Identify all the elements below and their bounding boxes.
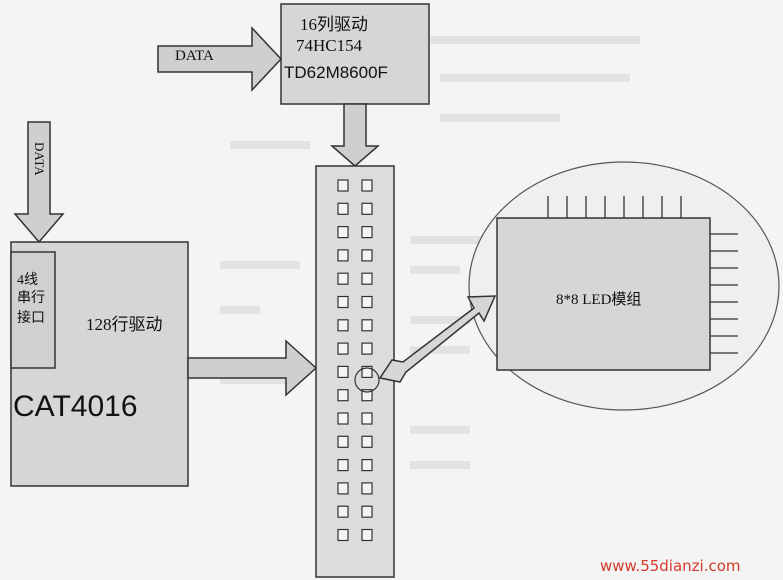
- led-cell: [337, 202, 349, 215]
- led-cell: [361, 179, 373, 192]
- selected-led-highlight: [354, 367, 380, 393]
- led-cell: [361, 459, 373, 472]
- data-arrow-left: [13, 121, 65, 244]
- led-cell: [361, 202, 373, 215]
- led-cell: [337, 319, 349, 332]
- led-cell: [361, 389, 373, 402]
- interface-line1: 4线: [17, 273, 38, 288]
- interface-line3: 接口: [17, 311, 45, 326]
- row-to-matrix-arrow: [187, 339, 318, 397]
- led-cell: [337, 295, 349, 309]
- row-driver-label: 128行驱动: [86, 315, 163, 334]
- led-cell: [337, 389, 349, 402]
- led-cell: [361, 272, 373, 285]
- led-cell: [361, 528, 373, 542]
- led-cell: [337, 482, 349, 495]
- led-cell: [361, 249, 373, 262]
- led-cell: [337, 435, 349, 448]
- led-module-label: 8*8 LED模组: [556, 292, 642, 308]
- led-module-pins: [547, 196, 738, 354]
- led-cell: [361, 319, 373, 332]
- column-driver-box: [280, 3, 430, 105]
- data-label-left: DATA: [32, 142, 47, 176]
- led-cell: [337, 505, 349, 518]
- led-matrix-cells: [337, 179, 373, 542]
- led-cell: [337, 272, 349, 285]
- watermark: www.55dianzi.com: [600, 557, 741, 575]
- led-cell: [337, 528, 349, 542]
- zoom-pointer-arrow: [378, 295, 497, 383]
- led-cell: [361, 342, 373, 355]
- column-driver-line3: TD62M8600F: [284, 63, 388, 82]
- led-cell: [361, 482, 373, 495]
- led-cell: [361, 412, 373, 425]
- column-driver-line1: 16列驱动: [300, 15, 368, 34]
- interface-line2: 串行: [17, 291, 45, 306]
- led-cell: [337, 412, 349, 425]
- led-cell: [361, 295, 373, 309]
- led-cell: [337, 226, 349, 239]
- led-matrix-strip: [315, 165, 395, 578]
- led-cell: [337, 179, 349, 192]
- led-cell: [337, 249, 349, 262]
- data-label-top: DATA: [175, 48, 214, 64]
- data-arrow-top: [157, 26, 283, 92]
- led-cell: [337, 342, 349, 355]
- led-cell: [361, 505, 373, 518]
- led-cell: [361, 365, 373, 378]
- column-driver-line2: 74HC154: [296, 36, 363, 55]
- led-cell: [361, 226, 373, 239]
- column-to-matrix-arrow: [329, 103, 381, 167]
- led-module-box: [496, 217, 711, 371]
- serial-interface-box: [10, 251, 56, 369]
- led-cell: [337, 365, 349, 378]
- led-cell: [361, 435, 373, 448]
- led-cell: [337, 459, 349, 472]
- row-driver-chip: CAT4016: [13, 390, 138, 423]
